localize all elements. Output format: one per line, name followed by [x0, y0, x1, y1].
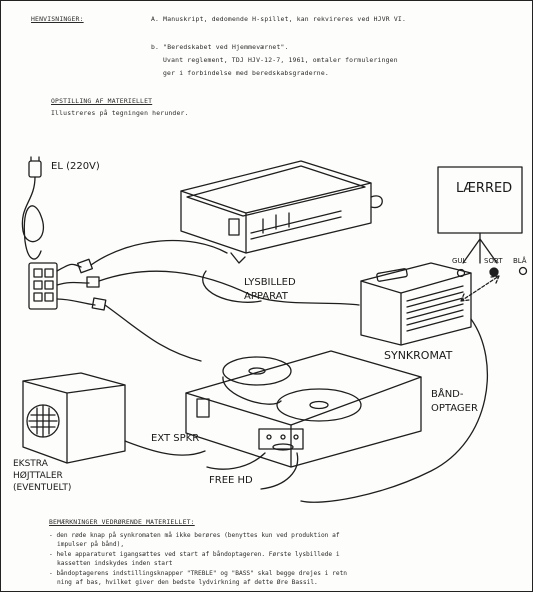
power-cables — [56, 239, 360, 362]
note-2: - hele apparaturet igangsættes ved start… — [49, 551, 340, 558]
synchronizer-label: SYNKROMAT — [384, 349, 453, 362]
color-label-yellow: GUL — [452, 257, 467, 265]
references-label: HENVISNINGER: — [31, 15, 84, 23]
note-2-cont: kassetten indskydes inden start — [57, 560, 173, 567]
power-label: EL (220V) — [51, 161, 100, 172]
setup-heading: OPSTILLING AF MATERIELLET — [51, 97, 153, 105]
note-1: - den røde knap på synkromaten må ikke b… — [49, 532, 340, 539]
slide-projector-icon — [180, 160, 383, 303]
notes-heading: BEMÆRKNINGER VEDRØRENDE MATERIELLET: — [49, 518, 195, 526]
extra-speaker-label-3: (EVENTUELT) — [13, 483, 72, 493]
color-label-black: SORT — [484, 257, 503, 265]
note-3: - båndoptagerens indstillingsknapper "TR… — [49, 570, 348, 577]
extra-speaker-label-1: EKSTRA — [13, 459, 48, 469]
projector-label-2: APPARAT — [244, 291, 288, 302]
ext-speaker-label: EXT SPKR — [151, 433, 200, 444]
reference-b-line3: ger i forbindelse med beredskabsgraderne… — [163, 69, 329, 77]
setup-subtitle: Illustreres på tegningen herunder. — [51, 109, 189, 117]
synchronizer-icon — [300, 262, 488, 503]
free-hd-label: FREE HD — [209, 475, 253, 486]
screen-label: LÆRRED — [456, 181, 513, 196]
tape-recorder-label-1: BÅND- — [431, 389, 464, 400]
reference-b-line2: Uvant reglement, TDJ HJV-12-7, 1961, omt… — [163, 56, 398, 64]
extra-speaker-label-2: HØJTTALER — [13, 471, 63, 481]
equipment-drawing — [21, 156, 528, 503]
projection-screen-icon — [437, 166, 523, 264]
tape-recorder-icon — [185, 350, 422, 490]
note-3-cont: ning af bas, hvilket giver den bedste ly… — [57, 579, 318, 586]
projector-label-1: LYSBILLED — [244, 277, 296, 288]
tape-recorder-label-2: OPTAGER — [431, 403, 478, 414]
reference-b: b. "Beredskabet ved Hjemmeværnet". — [151, 43, 289, 51]
power-plug-icon — [21, 156, 44, 260]
color-label-blue: BLÅ — [513, 257, 527, 265]
reference-a: A. Manuskript, dedomende H-spillet, kan … — [151, 15, 406, 23]
note-1-cont: impulser på bånd), — [57, 541, 125, 548]
power-strip-icon — [28, 262, 58, 310]
speaker-icon — [22, 372, 206, 464]
